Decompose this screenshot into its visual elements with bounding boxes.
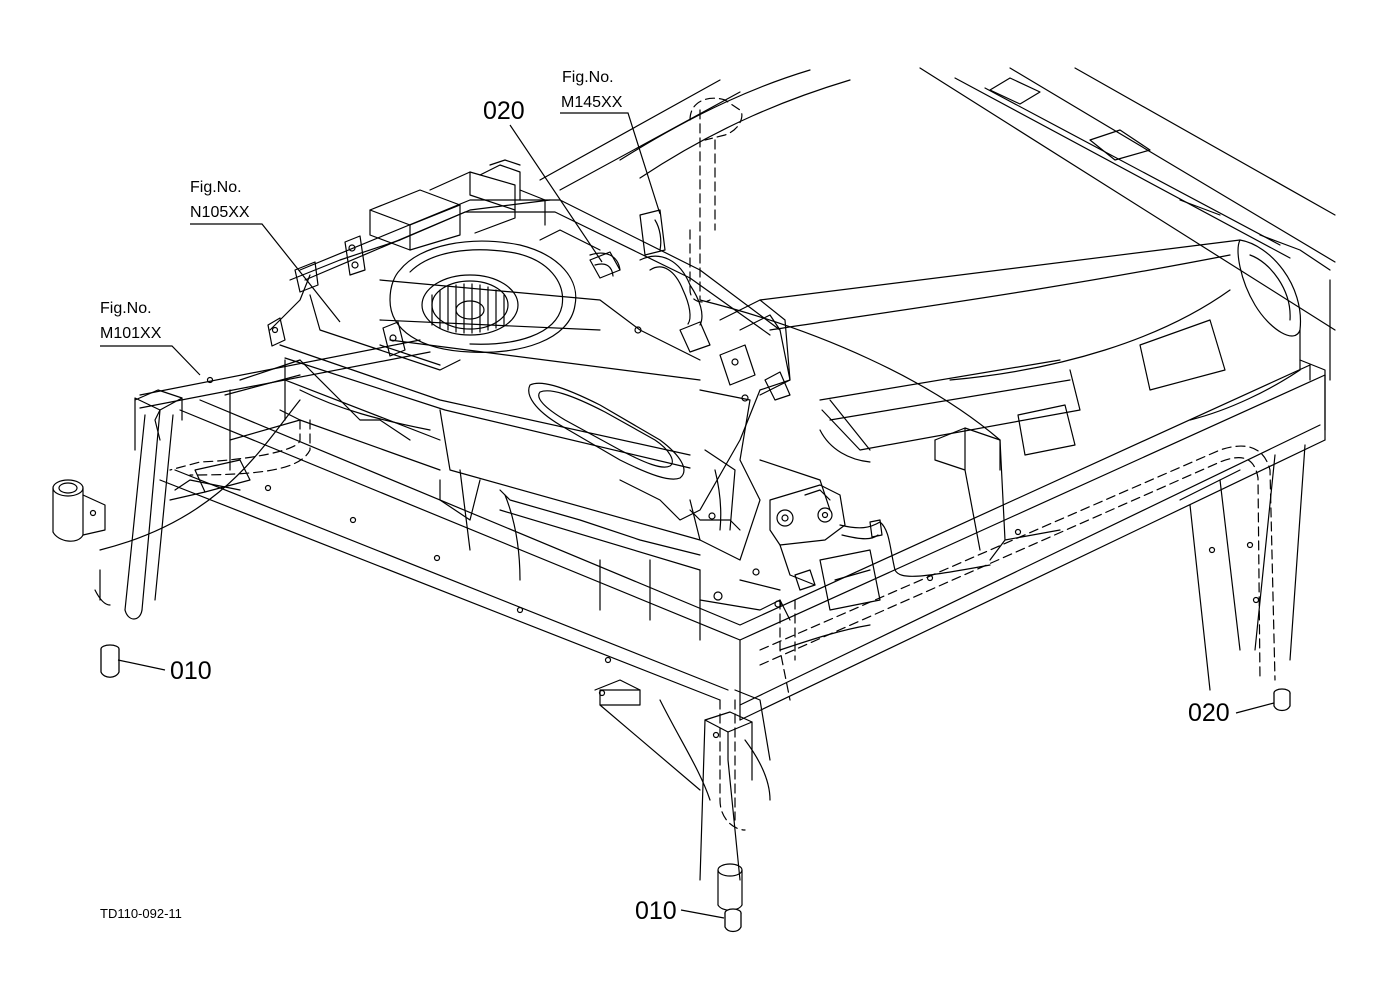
part-number-020-right[interactable]: 020 — [1188, 699, 1230, 727]
leader-m145 — [560, 112, 661, 215]
roof-frame — [920, 68, 1335, 380]
hvac-unit — [268, 160, 990, 640]
leader-n105 — [190, 223, 341, 323]
figure-references: Fig.No. M145XX Fig.No. N105XX Fig.No. M1… — [100, 69, 623, 342]
fig-ref-m145[interactable]: Fig.No. M145XX — [561, 69, 623, 111]
fig-ref-m145-title: Fig.No. — [562, 69, 614, 86]
leader-010-left — [117, 659, 166, 671]
drawing-code: TD110-092-11 — [100, 906, 182, 921]
callout-labels: 020 010 020 010 — [170, 97, 1230, 925]
part-number-010-left[interactable]: 010 — [170, 657, 212, 685]
blower-wheel — [422, 275, 518, 335]
left-post — [95, 390, 182, 619]
bolt-holes — [208, 378, 611, 696]
front-post — [700, 712, 770, 910]
fig-ref-m101-number: M101XX — [100, 325, 162, 342]
leader-010-bottom — [680, 909, 725, 919]
right-post — [928, 445, 1306, 690]
part-number-010-bottom[interactable]: 010 — [635, 897, 677, 925]
leader-m101 — [100, 345, 201, 376]
part-010-left-sleeve[interactable] — [100, 644, 120, 678]
fig-ref-n105-number: N105XX — [190, 204, 250, 221]
fig-ref-m101[interactable]: Fig.No. M101XX — [100, 300, 162, 342]
part-020-right-sleeve[interactable] — [1273, 688, 1291, 712]
leader-020-top — [509, 124, 603, 263]
roof-panel — [540, 70, 1240, 462]
part-number-020-top[interactable]: 020 — [483, 97, 525, 125]
part-010-bottom-sleeve[interactable] — [724, 908, 742, 933]
fig-ref-m101-title: Fig.No. — [100, 300, 152, 317]
cab-frame-drawing — [53, 68, 1335, 910]
dashed-hoses — [170, 98, 1275, 830]
fig-ref-n105[interactable]: Fig.No. N105XX — [190, 179, 250, 221]
fig-ref-n105-title: Fig.No. — [190, 179, 242, 196]
left-bracket — [53, 480, 105, 541]
right-side-panel — [935, 290, 1310, 560]
fig-ref-m145-number: M145XX — [561, 94, 623, 111]
leader-020-right — [1235, 702, 1275, 714]
front-header-beam — [140, 340, 1325, 800]
lower-frame — [100, 360, 880, 760]
leader-lines — [100, 112, 1275, 919]
